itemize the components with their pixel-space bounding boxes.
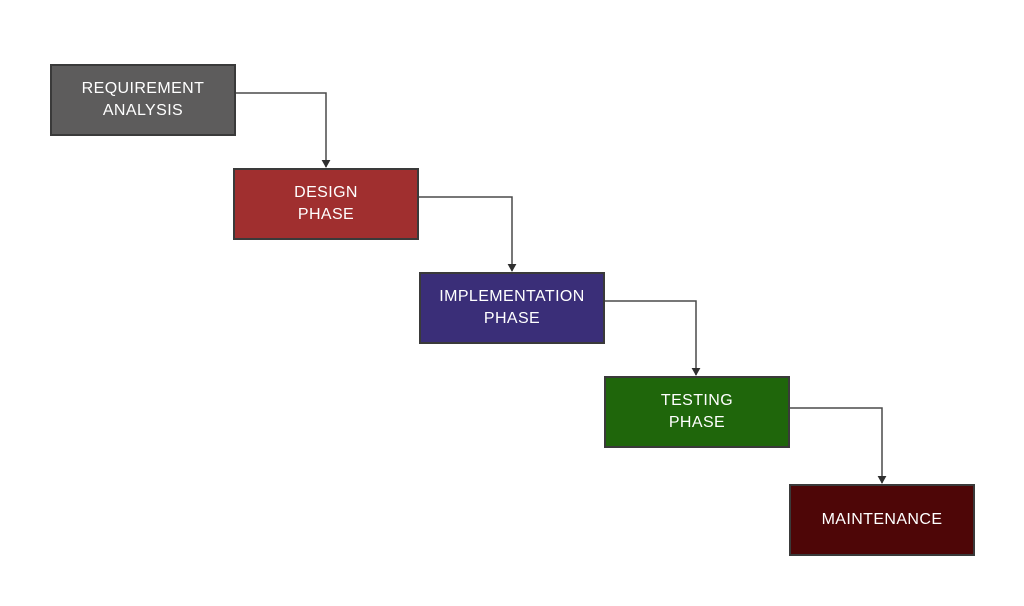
- phase-label: DESIGN PHASE: [294, 184, 358, 223]
- phase-label: REQUIREMENT ANALYSIS: [81, 80, 205, 119]
- phase-label: MAINTENANCE: [821, 511, 943, 528]
- phase-box-requirement-analysis: REQUIREMENT ANALYSIS: [50, 64, 236, 136]
- phase-label: TESTING PHASE: [660, 392, 734, 431]
- connector-requirement-to-design: [236, 92, 331, 168]
- connector-implementation-to-testing: [605, 300, 701, 376]
- phase-label: IMPLEMENTATION PHASE: [439, 288, 585, 327]
- phase-box-implementation-phase: IMPLEMENTATION PHASE: [419, 272, 605, 344]
- phase-box-testing-phase: TESTING PHASE: [604, 376, 790, 448]
- connector-testing-to-maintenance: [790, 407, 887, 484]
- connector-design-to-implementation: [419, 196, 517, 272]
- phase-box-design-phase: DESIGN PHASE: [233, 168, 419, 240]
- phase-box-maintenance: MAINTENANCE: [789, 484, 975, 556]
